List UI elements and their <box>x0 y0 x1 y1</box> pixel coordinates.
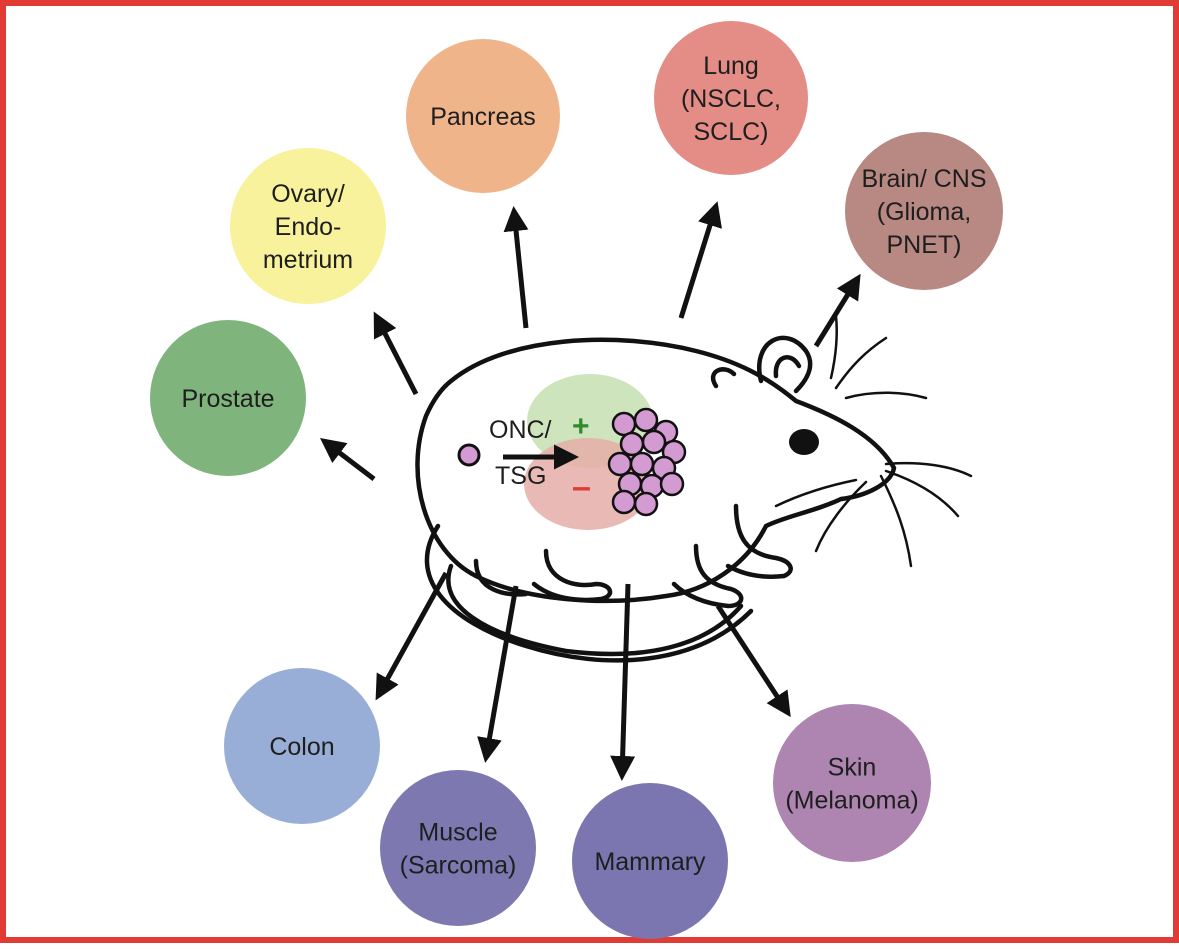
tumorigenesis-process: ONC/ TSG + – <box>457 374 687 530</box>
tumor-cell <box>659 471 685 497</box>
mouse-eye <box>789 429 819 455</box>
node-mammary: Mammary <box>572 783 728 939</box>
node-colon-circle <box>224 668 380 824</box>
tumor-cluster <box>607 407 687 517</box>
arrow-to-pancreas <box>503 206 529 329</box>
plus-sign: + <box>572 410 590 443</box>
node-prostate: Prostate <box>150 320 306 476</box>
node-brain-label: PNET) <box>887 231 962 259</box>
tumor-cell <box>607 451 633 477</box>
node-lung-label: SCLC) <box>693 118 768 146</box>
mouse-body <box>415 337 897 604</box>
tsg-label: TSG <box>495 462 546 490</box>
node-skin-circle <box>773 704 931 862</box>
node-pancreas-label: Pancreas <box>430 103 536 131</box>
node-muscle: Muscle (Sarcoma) <box>380 770 536 926</box>
node-muscle-label: Muscle <box>418 819 497 847</box>
tumor-cell <box>633 491 659 517</box>
node-ovary-label: Endo- <box>275 213 342 241</box>
arrow-to-prostate <box>320 437 376 481</box>
outcome-arrows <box>320 201 861 781</box>
mouse-front-leg-2 <box>671 543 744 609</box>
tumor-cell <box>611 411 637 437</box>
node-skin-label: Skin <box>828 754 877 782</box>
node-muscle-label: (Sarcoma) <box>400 852 517 880</box>
node-pancreas: Pancreas <box>406 39 560 193</box>
node-mammary-label: Mammary <box>594 848 706 876</box>
mouse-illustration <box>415 314 973 663</box>
mouse-tail <box>424 523 754 663</box>
node-ovary-label: Ovary/ <box>271 180 345 208</box>
node-mammary-circle <box>572 783 728 939</box>
arrow-to-muscle <box>477 585 519 763</box>
arrow-to-colon <box>375 571 449 701</box>
arrow-to-skin <box>715 604 791 718</box>
node-lung-circle <box>654 21 808 175</box>
tumor-cell <box>619 431 645 457</box>
mouse-ear-back <box>710 367 737 389</box>
minus-sign: – <box>572 468 591 506</box>
node-ovary-circle <box>230 148 386 304</box>
node-ovary-label: metrium <box>263 246 353 274</box>
tumor-cell <box>633 407 659 433</box>
node-lung-label: Lung <box>703 52 759 80</box>
tumor-cell <box>629 451 655 477</box>
mouse-whiskers <box>774 314 973 568</box>
mouse-front-leg <box>725 503 793 579</box>
node-lung: Lung (NSCLC, SCLC) <box>654 21 808 175</box>
node-ovary: Ovary/Endo-metrium <box>230 148 386 304</box>
node-prostate-label: Prostate <box>181 385 274 413</box>
outcome-nodes: Pancreas Lung (NSCLC, SCLC) Brain/ CNS (Gliom… <box>150 21 1003 939</box>
node-colon-label: Colon <box>269 733 334 761</box>
node-prostate-circle <box>150 320 306 476</box>
arrow-to-brain <box>813 273 861 348</box>
node-brain: Brain/ CNS (Glioma, PNET) <box>845 132 1003 290</box>
node-skin: Skin (Melanoma) <box>773 704 931 862</box>
node-brain-label: (Glioma, <box>877 198 971 226</box>
tumor-model-diagram: Pancreas Lung (NSCLC, SCLC) Brain/ CNS (Gliom… <box>150 21 1003 939</box>
node-pancreas-circle <box>406 39 560 193</box>
tumor-cell <box>611 489 637 515</box>
single-cell <box>457 443 481 467</box>
arrow-to-mammary <box>610 583 636 781</box>
mouse-hind-leg-2 <box>473 558 529 597</box>
arrow-to-ovary <box>373 311 419 396</box>
mouse-ear <box>757 335 813 394</box>
arrow-to-lung <box>678 201 722 319</box>
mouse-tail-inner <box>446 563 744 657</box>
node-skin-label: (Melanoma) <box>785 787 918 815</box>
node-brain-label: Brain/ CNS <box>861 165 986 193</box>
mouse-ear-inner <box>773 355 802 379</box>
node-lung-label: (NSCLC, <box>681 85 781 113</box>
mouse-hind-leg <box>531 548 613 603</box>
node-brain-circle <box>845 132 1003 290</box>
node-muscle-circle <box>380 770 536 926</box>
node-colon: Colon <box>224 668 380 824</box>
tumor-cell <box>641 429 667 455</box>
onc-label: ONC/ <box>489 416 552 444</box>
